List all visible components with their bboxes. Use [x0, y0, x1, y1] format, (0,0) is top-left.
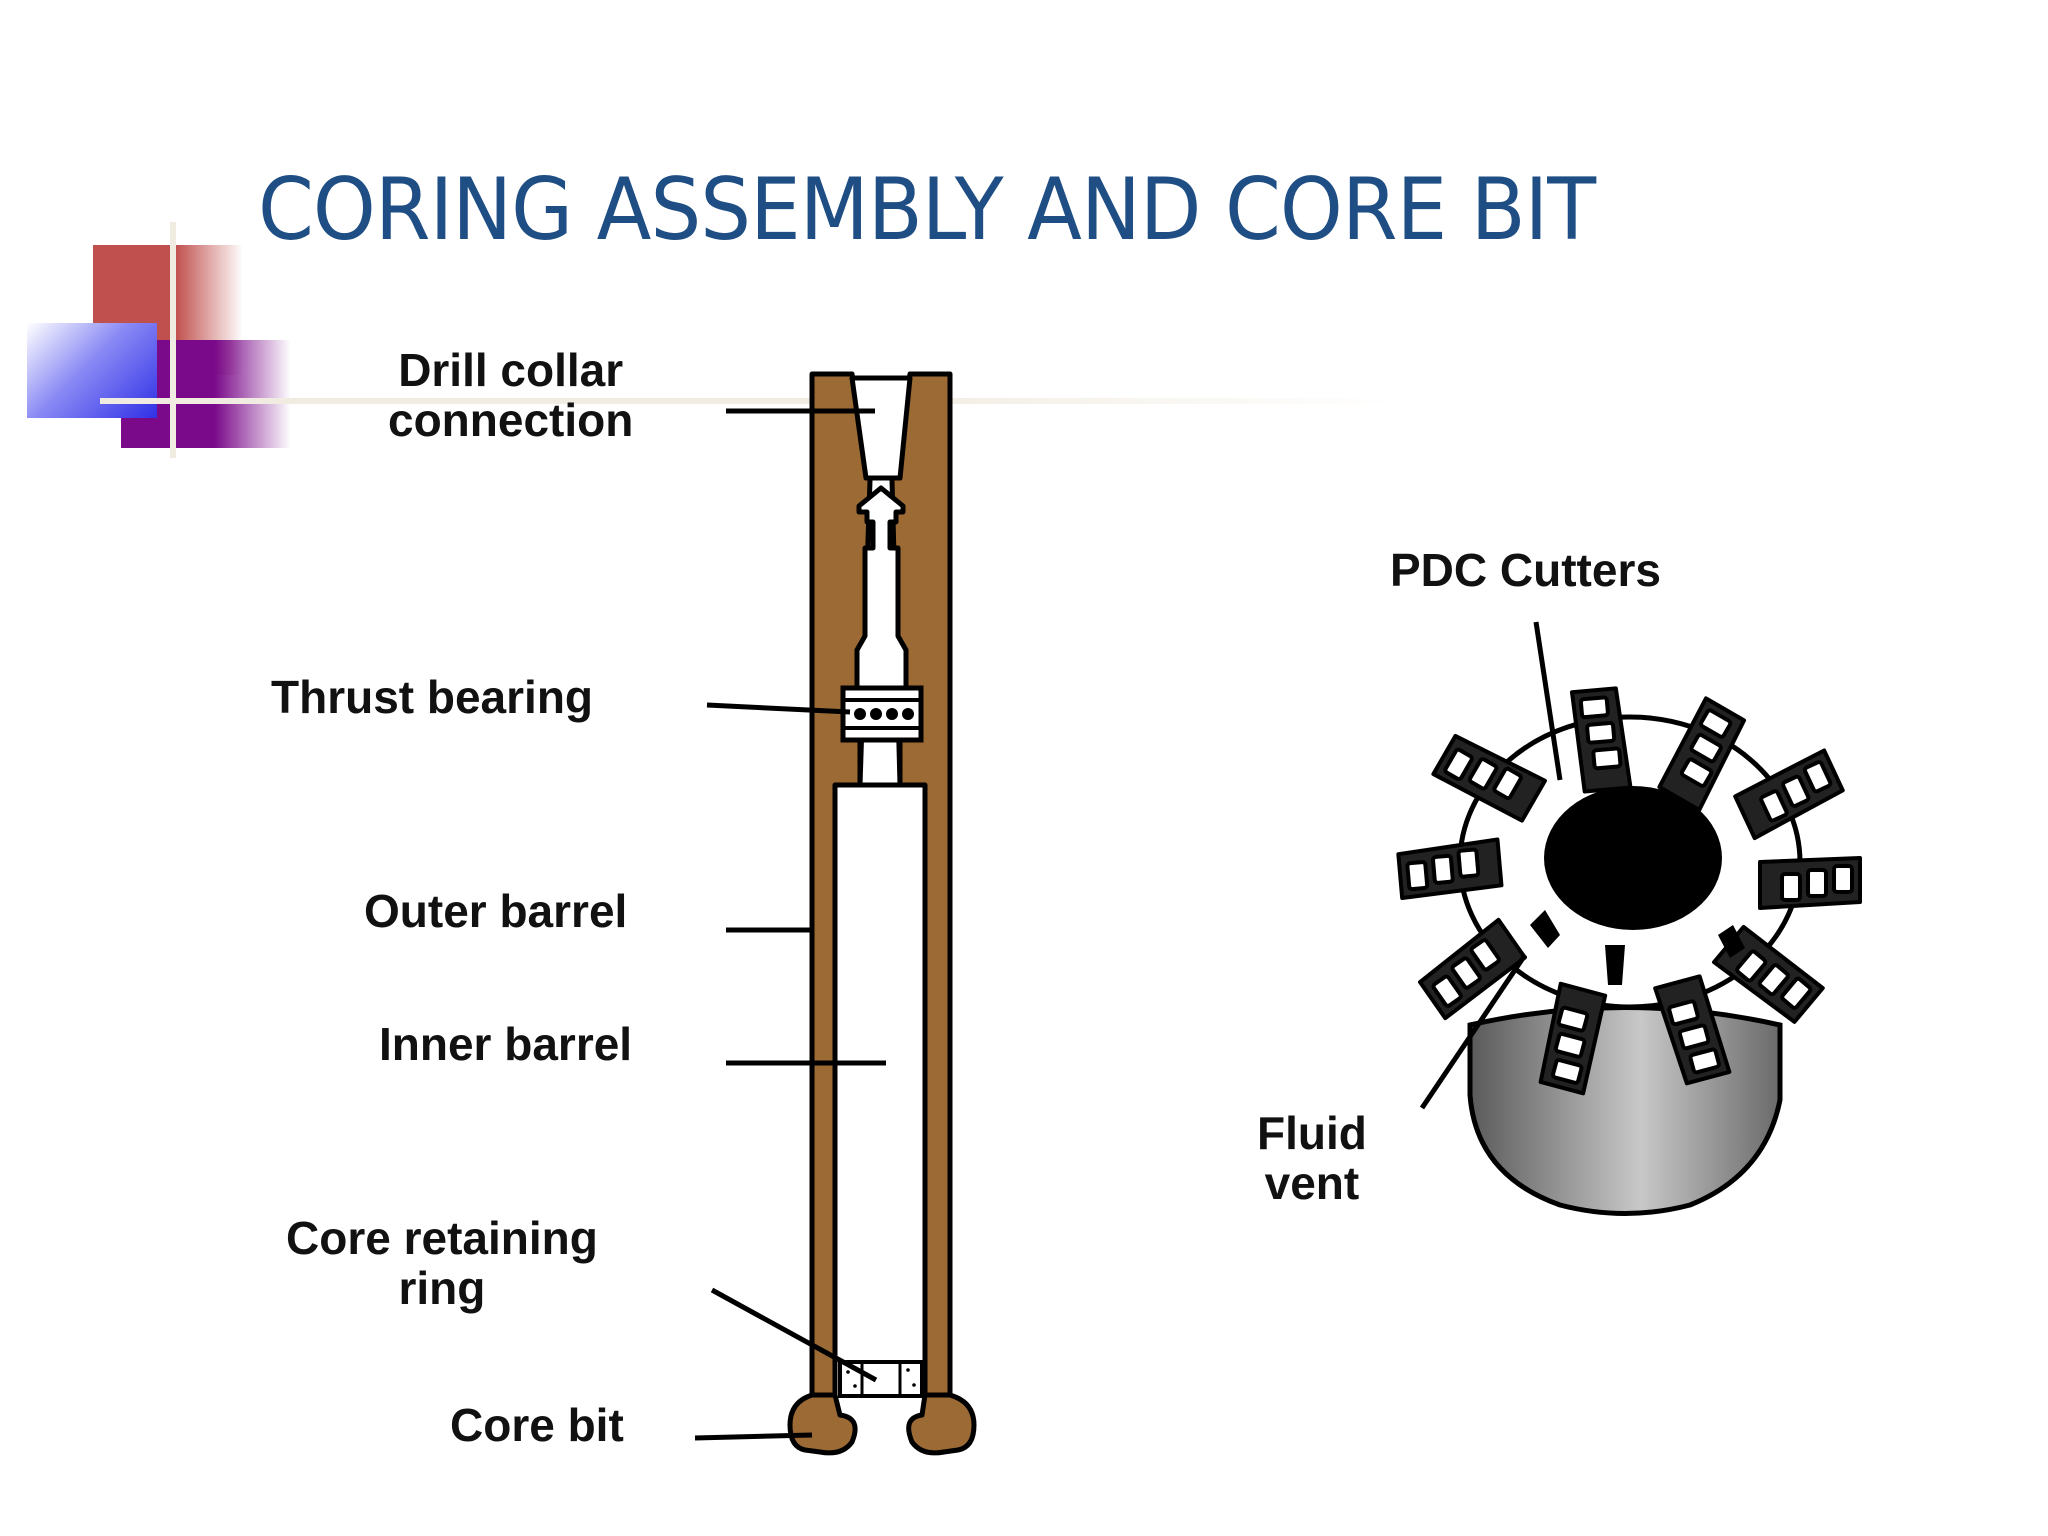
outer-barrel-wall-right — [889, 371, 953, 1398]
label-core-ring-line2: ring — [398, 1262, 486, 1314]
pdc-core-bit — [1396, 686, 1862, 1216]
outer-barrel-wall-left — [809, 371, 873, 1398]
fluid-vent — [1605, 945, 1625, 985]
assembly-leader-lines — [694, 408, 886, 1441]
label-core-bit: Core bit — [450, 1399, 624, 1451]
leader-thrust-bearing — [706, 702, 851, 715]
coring-assembly — [787, 371, 977, 1456]
leader-pdc-cutters — [1533, 621, 1563, 781]
leader-core-ring — [710, 1287, 878, 1383]
bearing-ball — [902, 708, 914, 720]
fluid-vent — [1718, 925, 1745, 958]
leader-fluid-vent — [1419, 953, 1528, 1110]
label-thrust-bearing: Thrust bearing — [271, 671, 594, 723]
leader-core-bit — [694, 1432, 813, 1441]
label-pdc-cutters: PDC Cutters — [1390, 544, 1661, 596]
label-fluid-vent: Fluid vent — [1257, 1108, 1367, 1208]
bearing-ball — [854, 708, 866, 720]
label-core-retaining-ring: Core retaining ring — [286, 1213, 598, 1313]
core-bit-body — [1467, 1005, 1783, 1216]
drill-collar-socket — [849, 375, 913, 481]
decor-vertical-line — [170, 222, 176, 458]
slide-title: CORING ASSEMBLY AND CORE BIT — [258, 160, 1596, 260]
inner-barrel-connector — [857, 740, 903, 788]
pdc-cutters — [1396, 686, 1862, 1096]
fluid-vent — [1530, 910, 1560, 948]
label-core-ring-line1: Core retaining — [286, 1212, 598, 1264]
core-bit-left-lobe — [787, 1392, 858, 1456]
label-drill-collar-line2: connection — [388, 394, 634, 446]
label-outer-barrel: Outer barrel — [364, 885, 628, 937]
label-inner-barrel: Inner barrel — [379, 1018, 633, 1070]
core-retaining-ring — [838, 1360, 924, 1398]
bearing-ball — [870, 708, 882, 720]
label-drill-collar-connection: Drill collar connection — [388, 345, 633, 445]
bit-leader-lines — [1419, 621, 1563, 1110]
bit-core-throat — [1544, 786, 1722, 930]
decor-horizontal-line — [100, 398, 1400, 404]
core-bit-right-lobe — [906, 1392, 977, 1456]
label-fluid-vent-line1: Fluid — [1257, 1107, 1367, 1159]
label-drill-collar-line1: Drill collar — [398, 344, 624, 396]
label-fluid-vent-line2: vent — [1264, 1157, 1360, 1209]
bearing-ball — [886, 708, 898, 720]
